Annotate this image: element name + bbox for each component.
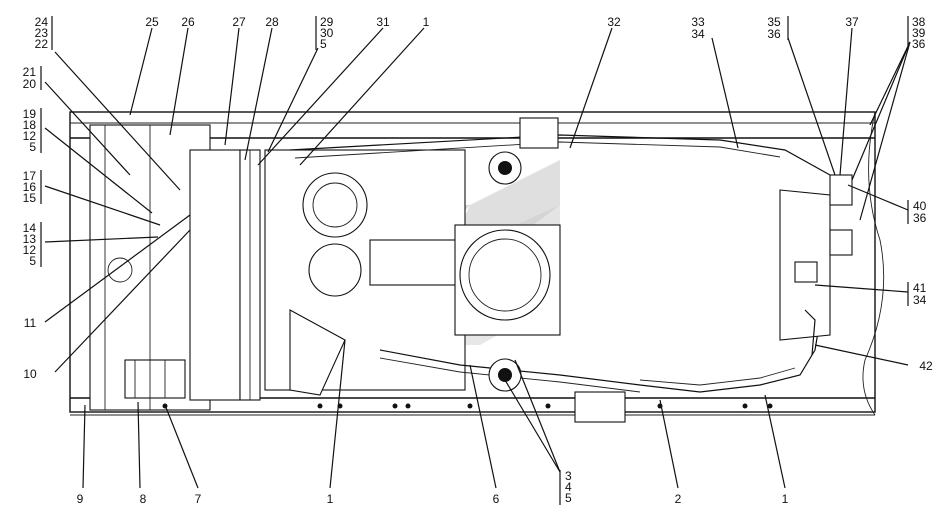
leader-lines	[44, 27, 911, 489]
callout-bottom-b4: 1	[327, 492, 334, 506]
engine-block	[264, 149, 466, 396]
radiator	[89, 124, 241, 411]
callout-top-t2: 25	[145, 15, 159, 29]
fan	[239, 149, 261, 401]
callout-top-t9: 32	[607, 15, 621, 29]
callout-top-t12: 37	[845, 15, 859, 29]
callout-bottom-b1: 9	[77, 492, 84, 506]
callout-top-t3: 26	[181, 15, 195, 29]
callout-top-t5: 28	[265, 15, 279, 29]
callout-top-t4: 27	[232, 15, 246, 29]
frame-bolts	[162, 403, 773, 409]
air-cleaner	[454, 224, 561, 336]
callout-left-l5: 11	[24, 316, 37, 330]
engine-mounts	[488, 117, 626, 423]
callout-bottom-b8: 1	[782, 492, 789, 506]
fuel-tank	[779, 174, 853, 356]
callout-top-t8: 1	[423, 15, 430, 29]
callout-bottom-b7: 2	[675, 492, 682, 506]
callout-left-l6: 10	[23, 367, 37, 381]
callout-top-t7: 31	[376, 15, 390, 29]
callout-right-r3: 42	[919, 359, 933, 373]
callout-bottom-b3: 7	[195, 492, 202, 506]
callout-bottom-b5: 6	[493, 492, 500, 506]
callout-bottom-b2: 8	[140, 492, 147, 506]
